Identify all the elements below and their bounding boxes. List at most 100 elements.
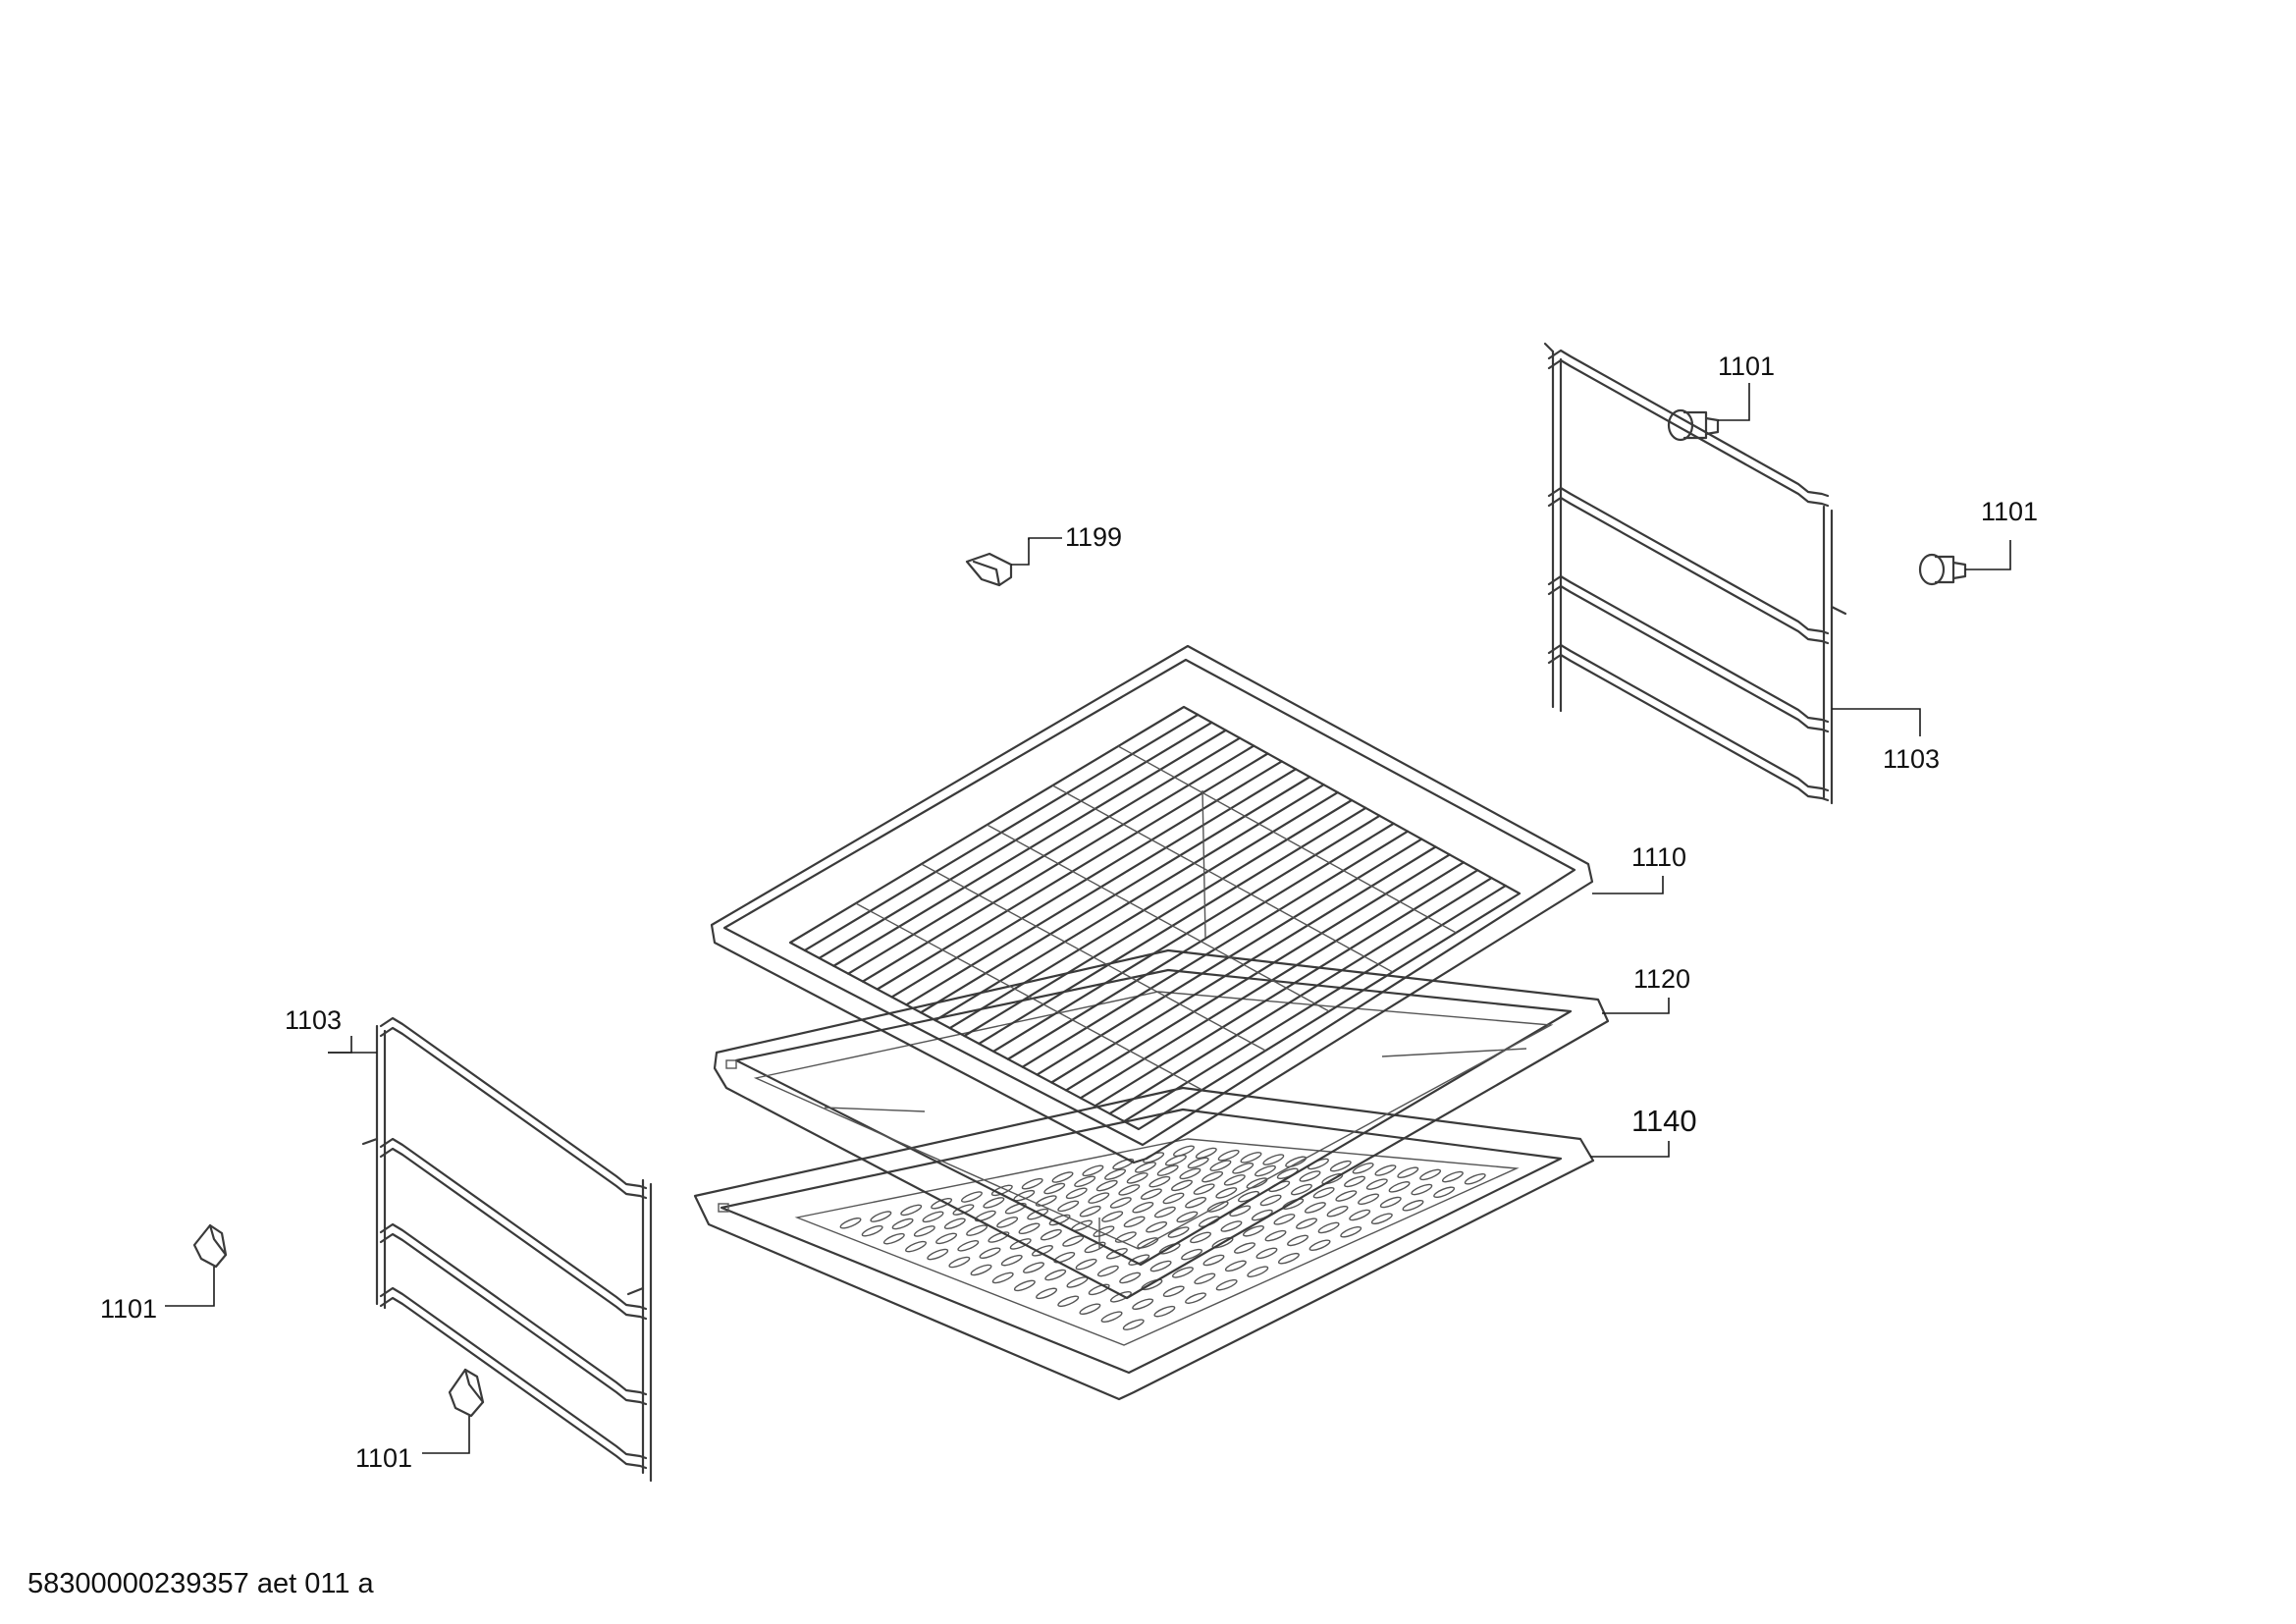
perforation-slot — [1105, 1248, 1128, 1260]
perforation-slot — [1365, 1178, 1388, 1190]
perforation-slot — [1074, 1175, 1096, 1188]
perforation-slot — [1057, 1200, 1080, 1213]
perforation-slot — [1312, 1187, 1335, 1199]
screw-left-a — [192, 1223, 228, 1269]
perforation-slot — [983, 1197, 1005, 1209]
perforation-slot — [927, 1248, 949, 1261]
callout-1101-left-a: 1101 — [100, 1294, 157, 1324]
perforation-slot — [861, 1224, 883, 1237]
perforation-slot — [1308, 1239, 1331, 1251]
perforation-slot — [1176, 1211, 1199, 1223]
perforation-slot — [1021, 1177, 1043, 1190]
perforation-slot — [1433, 1186, 1456, 1199]
perforation-slot — [1023, 1262, 1044, 1273]
perforation-slot — [905, 1240, 927, 1253]
perforation-slot — [1209, 1160, 1232, 1171]
perforation-slot — [1104, 1168, 1127, 1180]
perforation-slot — [1101, 1211, 1124, 1222]
callout-1120: 1120 — [1633, 964, 1690, 994]
perforation-slot — [1132, 1298, 1154, 1311]
perforation-slot — [1464, 1173, 1486, 1185]
rail-runner — [1547, 358, 1830, 508]
perforation-slot — [931, 1197, 953, 1210]
perforation-slot — [1065, 1187, 1088, 1200]
perforation-slot — [1044, 1269, 1067, 1281]
perforation-slot — [1255, 1247, 1278, 1260]
perforation-slot — [1187, 1157, 1209, 1169]
perforation-slot — [1132, 1201, 1154, 1214]
perforation-slot — [1220, 1220, 1243, 1232]
callout-1110: 1110 — [1631, 842, 1686, 872]
perforation-slot — [1304, 1202, 1326, 1214]
perforation-slot — [966, 1224, 988, 1236]
perforation-slot — [1198, 1216, 1220, 1227]
perforation-slot — [1043, 1182, 1066, 1195]
perforation-slot — [1329, 1160, 1352, 1172]
perforation-slot — [952, 1204, 975, 1216]
perforation-slot — [1013, 1279, 1036, 1292]
rack-cross-bar — [1051, 785, 1394, 973]
rail-runner — [1547, 574, 1830, 724]
perforation-slot — [1193, 1183, 1215, 1195]
perforation-slot — [1402, 1199, 1424, 1212]
perforation-slot — [913, 1225, 935, 1237]
perforation-slot — [1317, 1221, 1340, 1234]
rail-runner — [379, 1232, 648, 1406]
perforation-slot — [1040, 1228, 1062, 1241]
perforation-slot — [1119, 1272, 1142, 1284]
rail-runner — [1547, 486, 1830, 635]
callout-1103-right: 1103 — [1883, 744, 1940, 774]
perforation-slot — [1358, 1193, 1380, 1206]
perforation-slot — [979, 1247, 1001, 1260]
perforation-slot — [1201, 1170, 1224, 1183]
perforation-slot — [1335, 1190, 1358, 1202]
perforation-slot — [1128, 1254, 1150, 1266]
perforation-slot — [1057, 1295, 1080, 1308]
perforation-slot — [1095, 1179, 1118, 1192]
perforation-slot — [1340, 1225, 1362, 1238]
perforation-slot — [1185, 1196, 1207, 1209]
perforation-slot — [1326, 1205, 1349, 1218]
perforation-slot — [991, 1272, 1014, 1284]
callout-1101-right-mid: 1101 — [1981, 497, 2038, 526]
perforation-slot — [1277, 1252, 1300, 1265]
perforation-slot — [1100, 1311, 1123, 1323]
rail-runner — [379, 1016, 648, 1190]
perforation-slot — [1173, 1145, 1195, 1158]
rack-cross-bar — [855, 902, 1202, 1091]
perforation-slot — [1140, 1188, 1162, 1200]
perforation-slot — [1397, 1166, 1419, 1178]
perforation-slot — [1004, 1202, 1027, 1215]
perforation-slot — [1223, 1174, 1246, 1186]
rack-cross-bar — [1117, 745, 1457, 934]
perforation-slot — [1240, 1152, 1262, 1164]
rack-cross-bar — [921, 863, 1266, 1052]
perforation-slot — [1088, 1283, 1110, 1296]
perforation-slot — [1352, 1163, 1374, 1174]
perforation-slot — [1171, 1179, 1193, 1192]
perforation-slot — [1282, 1198, 1305, 1210]
perforation-slot — [1162, 1192, 1185, 1205]
rail-runner — [379, 1026, 648, 1200]
perforation-slot — [1162, 1285, 1185, 1298]
perforation-slot — [1181, 1248, 1203, 1261]
perforation-slot — [1171, 1267, 1194, 1278]
rail-runner — [379, 1286, 648, 1460]
callout-1140: 1140 — [1631, 1104, 1697, 1138]
perforation-slot — [1262, 1154, 1285, 1165]
perforation-slot — [1232, 1163, 1255, 1174]
perforation-slot — [1273, 1214, 1296, 1225]
perforation-slot — [1114, 1231, 1137, 1243]
perforation-slot — [1374, 1164, 1397, 1176]
perforation-slot — [1299, 1170, 1321, 1182]
perforation-slot — [1190, 1231, 1212, 1244]
rail-runner — [379, 1296, 648, 1470]
shelf-rail-left-1103 — [361, 1016, 653, 1483]
perforation-slot — [1053, 1251, 1076, 1264]
perforation-slot — [1146, 1220, 1168, 1233]
perforation-slot — [1441, 1170, 1464, 1183]
perforation-slot — [1153, 1305, 1176, 1318]
perforation-slot — [1149, 1260, 1172, 1272]
shelf-rail-right-1103 — [1543, 342, 1847, 805]
perforation-slot — [1419, 1168, 1442, 1181]
